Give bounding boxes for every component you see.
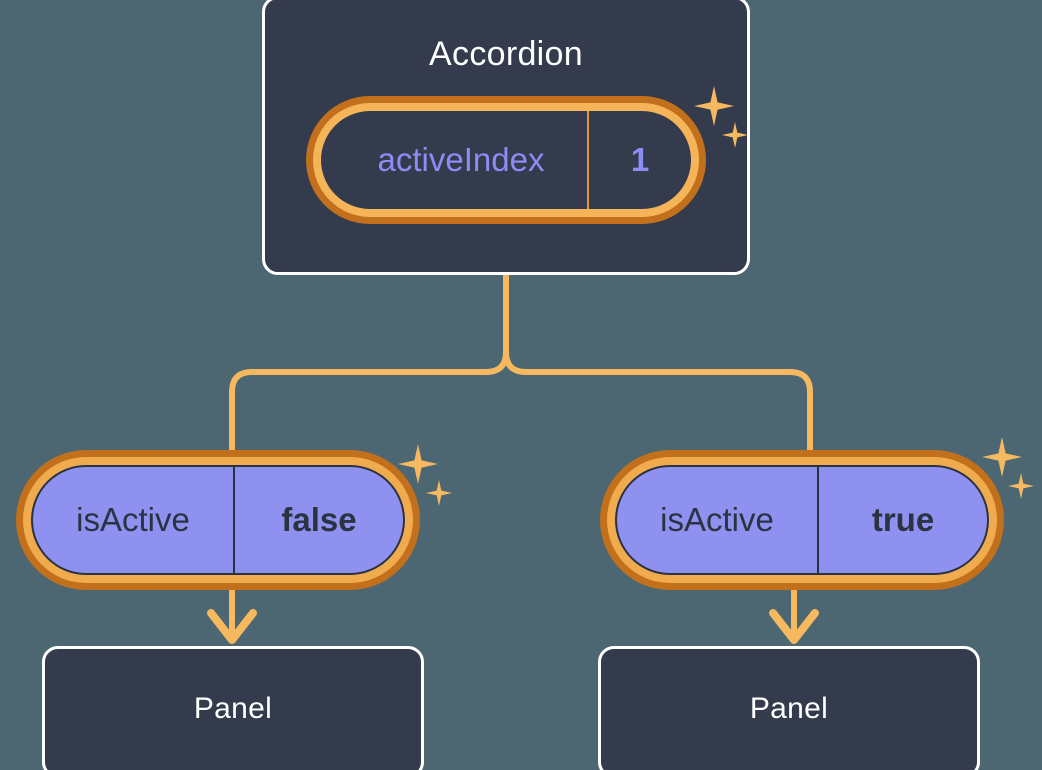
state-pill-active-index[interactable]: activeIndex 1: [306, 96, 706, 224]
four-point-star-icon: [982, 437, 1022, 477]
state-pill-body: activeIndex 1: [321, 111, 691, 209]
arrow-down-icon-left: [207, 585, 257, 644]
panel-component-box-left[interactable]: Panel: [42, 646, 424, 770]
four-point-star-small-icon: [426, 480, 452, 506]
arrow-down-icon-right: [769, 585, 819, 644]
state-key-active-index: activeIndex: [377, 141, 545, 178]
panel-component-box-right[interactable]: Panel: [598, 646, 980, 770]
state-value-is-active-left: false: [281, 501, 357, 538]
state-pill-inner-ring: isActive true: [607, 457, 997, 583]
state-pill-divider: [587, 111, 589, 209]
four-point-star-small-icon: [1008, 473, 1034, 499]
state-key-is-active-left: isActive: [76, 501, 190, 538]
state-pill-divider: [233, 467, 235, 573]
state-pill-divider: [817, 467, 819, 573]
state-key-is-active-right: isActive: [660, 501, 774, 538]
state-pill-is-active-true[interactable]: isActive true: [600, 450, 1004, 590]
state-value-is-active-right: true: [871, 501, 935, 538]
panel-title-right: Panel: [749, 692, 829, 725]
connector-root-to-right: [503, 272, 813, 458]
state-pill-inner-ring: isActive false: [23, 457, 413, 583]
state-pill-inner-ring: activeIndex 1: [313, 103, 699, 217]
state-pill-body: isActive true: [615, 465, 989, 575]
state-pill-is-active-false[interactable]: isActive false: [16, 450, 420, 590]
state-value-active-index: 1: [630, 141, 650, 178]
panel-title-left: Panel: [193, 692, 273, 725]
accordion-title: Accordion: [429, 35, 583, 73]
state-pill-body: isActive false: [31, 465, 405, 575]
